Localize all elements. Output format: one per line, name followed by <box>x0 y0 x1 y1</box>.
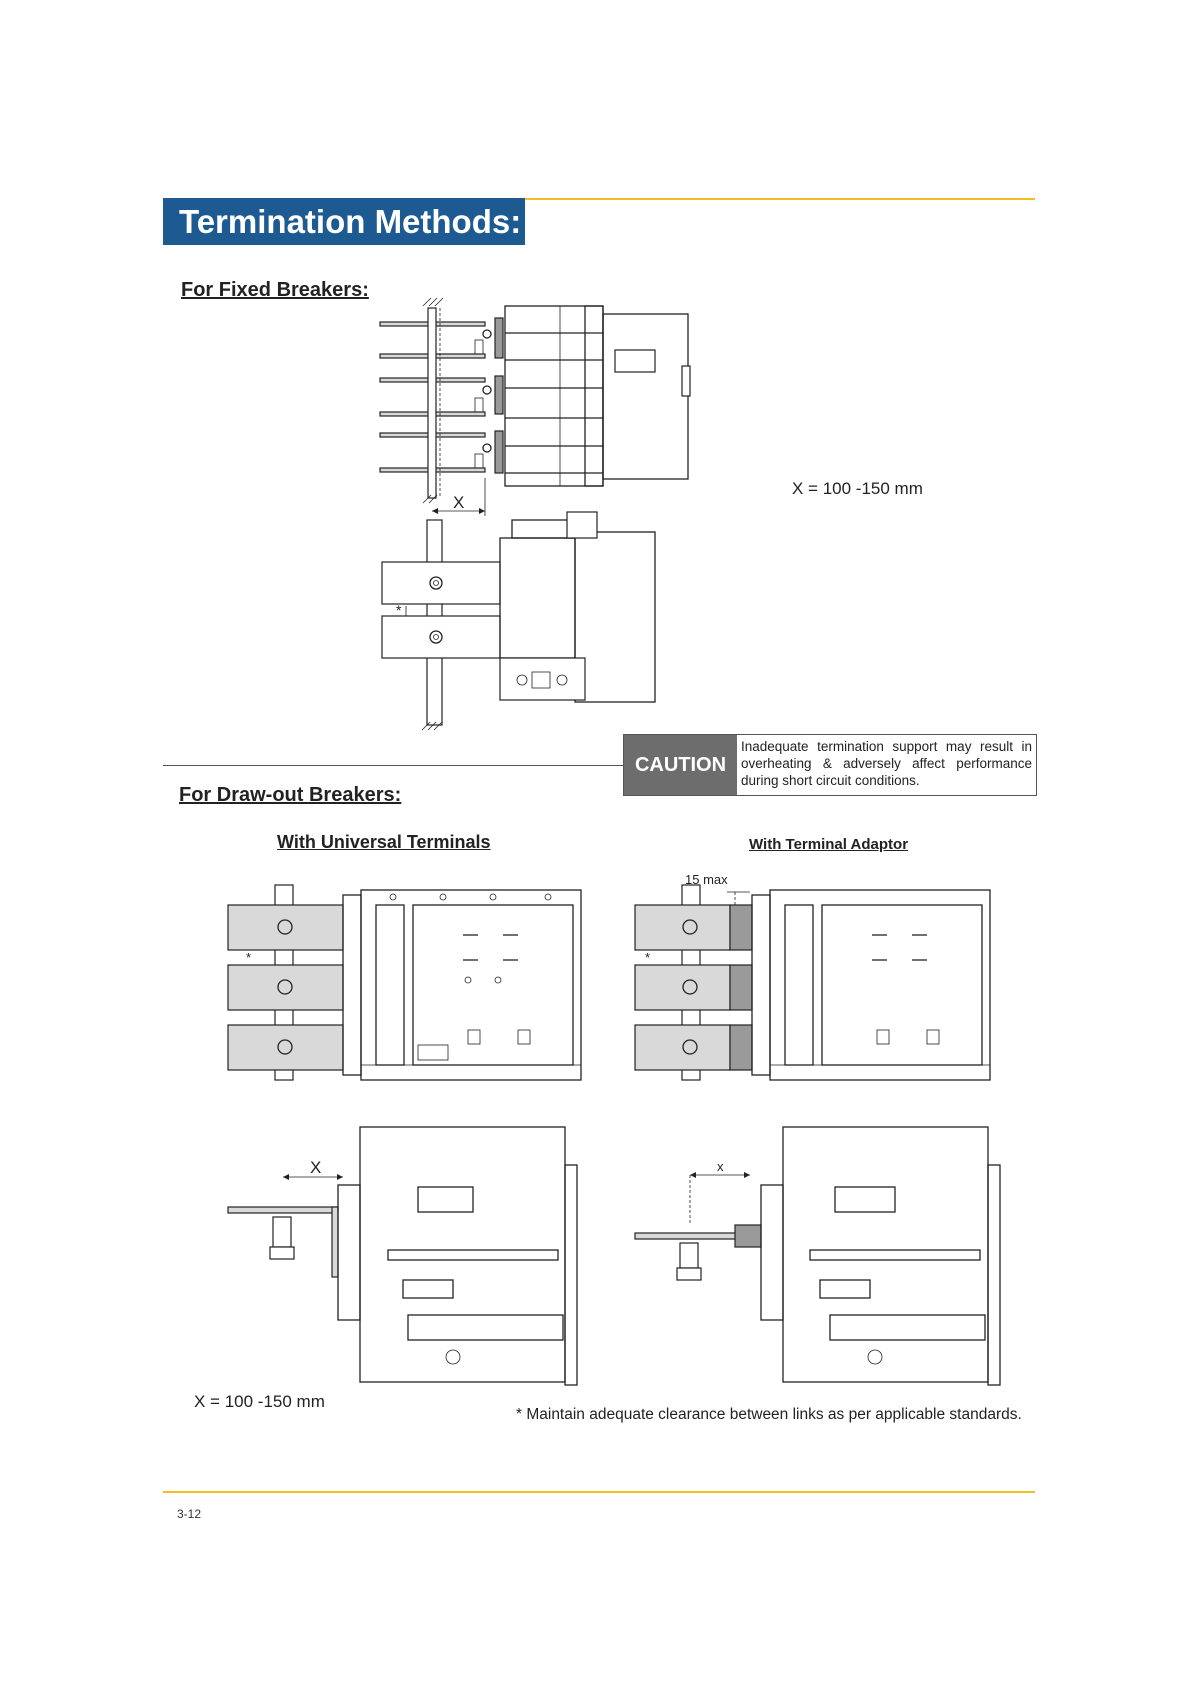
universal-star-label: * <box>246 950 251 965</box>
footer-rule <box>163 1491 1035 1493</box>
universal-side-view: X <box>227 1126 578 1386</box>
drawout-dimension-note: X = 100 -150 mm <box>194 1392 325 1411</box>
caution-box: CAUTION Inadequate termination support m… <box>623 734 1037 796</box>
page-title: Termination Methods: <box>163 198 525 245</box>
header-rule <box>525 198 1035 200</box>
fixed-breaker-side-view: * <box>381 511 656 731</box>
page-number: 3-12 <box>177 1507 202 1521</box>
drawout-breakers-heading: For Draw-out Breakers: <box>179 784 402 806</box>
section-separator <box>163 765 623 766</box>
adaptor-star-label: * <box>645 950 650 965</box>
adaptor-dim-label: 15 max <box>685 872 728 887</box>
fixed-breakers-heading: For Fixed Breakers: <box>181 279 369 301</box>
universal-dim-x-label: X <box>310 1158 321 1177</box>
adaptor-side-view: x <box>634 1126 1001 1386</box>
adaptor-dim-x-label: x <box>717 1159 724 1174</box>
adaptor-front-view: 15 max * <box>634 872 991 1081</box>
caution-text: Inadequate termination support may resul… <box>741 739 1032 788</box>
clearance-footnote: * Maintain adequate clearance between li… <box>516 1406 1022 1423</box>
fixed-dim-x-label: X <box>453 493 464 512</box>
universal-front-view: * <box>227 884 582 1081</box>
fixed-star-label: * <box>396 602 402 618</box>
terminal-adaptor-title: With Terminal Adaptor <box>749 836 909 853</box>
fixed-dimension-note: X = 100 -150 mm <box>792 479 923 498</box>
universal-terminals-title: With Universal Terminals <box>277 832 491 852</box>
caution-label: CAUTION <box>624 735 737 795</box>
fixed-breaker-top-view: X <box>379 297 691 516</box>
